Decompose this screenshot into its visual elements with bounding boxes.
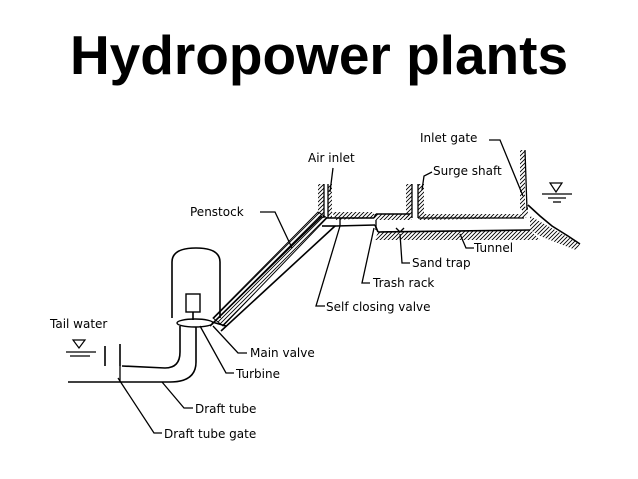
label-trash-rack: Trash rack xyxy=(372,276,434,290)
leader-lines xyxy=(117,139,524,434)
page-title: Hydropower plants xyxy=(69,24,569,86)
label-penstock: Penstock xyxy=(190,205,244,219)
tunnel-rock xyxy=(318,149,581,250)
label-self-closing-valve: Self closing valve xyxy=(326,300,431,314)
label-tail-water: Tail water xyxy=(49,317,107,331)
label-draft-tube: Draft tube xyxy=(195,402,256,416)
draft-tube xyxy=(68,326,197,383)
tailwater-level-icon xyxy=(71,339,87,349)
label-main-valve: Main valve xyxy=(250,346,315,360)
penstock-pipe xyxy=(209,211,336,332)
reservoir-level-icon xyxy=(542,182,572,203)
label-tunnel: Tunnel xyxy=(473,241,513,255)
tailwater xyxy=(66,339,121,382)
label-turbine: Turbine xyxy=(235,367,280,381)
powerhouse xyxy=(171,247,227,328)
label-draft-tube-gate: Draft tube gate xyxy=(164,427,256,441)
label-air-inlet: Air inlet xyxy=(308,151,355,165)
label-surge-shaft: Surge shaft xyxy=(433,164,502,178)
label-inlet-gate: Inlet gate xyxy=(420,131,477,145)
label-sand-trap: Sand trap xyxy=(412,256,471,270)
